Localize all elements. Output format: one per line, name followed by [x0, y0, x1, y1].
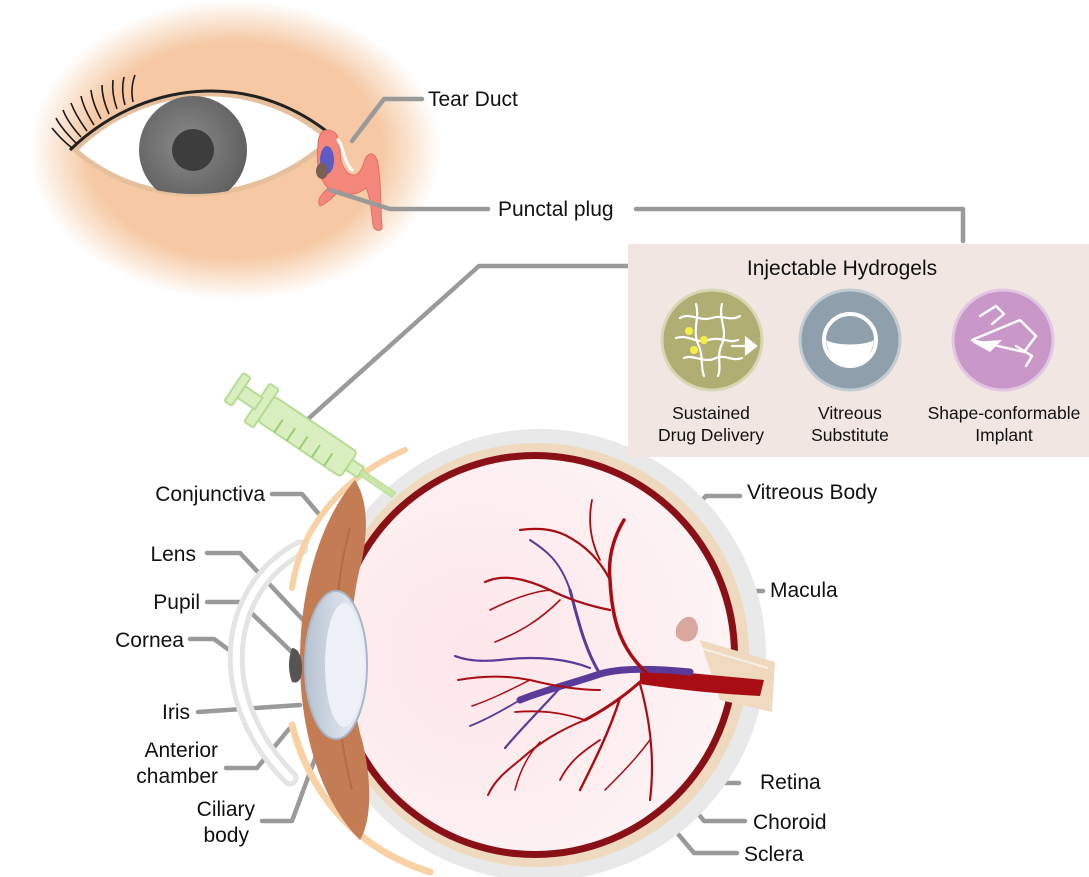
panel-title: Injectable Hydrogels — [747, 257, 937, 280]
ciliary-body-label-2: body — [203, 824, 249, 847]
vitreous-substitute-label-2: Substitute — [811, 425, 889, 445]
vitreous-substitute-label-1: Vitreous — [818, 403, 882, 423]
drug-delivery-icon — [662, 290, 762, 390]
conjunctiva-label: Conjunctiva — [155, 483, 265, 506]
implant-label-1: Shape-conformable — [928, 403, 1081, 423]
shape-conformable-implant-icon — [953, 290, 1053, 390]
iris-label: Iris — [162, 701, 190, 724]
ciliary-body-label-1: Ciliary — [197, 798, 256, 821]
drug-delivery-label-2: Drug Delivery — [658, 425, 764, 445]
lens-label: Lens — [150, 543, 196, 566]
vitreous-body-shape — [339, 459, 731, 851]
implant-label-2: Implant — [975, 425, 1033, 445]
hydrogel-panel: Injectable Hydrogels Sustained Drug Deli… — [628, 244, 1089, 457]
cornea-label: Cornea — [115, 629, 184, 652]
pupil-label: Pupil — [153, 591, 200, 614]
sclera-label: Sclera — [744, 843, 804, 866]
choroid-label: Choroid — [753, 811, 827, 834]
vitreous-substitute-icon — [800, 290, 900, 390]
punctal-plug-label: Punctal plug — [498, 198, 614, 221]
pupil-external — [172, 129, 214, 171]
anterior-chamber-label-1: Anterior — [144, 739, 218, 762]
tear-duct-label: Tear Duct — [428, 88, 518, 111]
pupil-shape — [289, 648, 302, 682]
vitreous-body-label: Vitreous Body — [747, 481, 878, 504]
drug-delivery-label-1: Sustained — [672, 403, 750, 423]
anterior-chamber-label-2: chamber — [136, 765, 218, 788]
retina-label: Retina — [760, 771, 821, 794]
external-eye — [30, 0, 440, 300]
macula-label: Macula — [770, 579, 838, 602]
